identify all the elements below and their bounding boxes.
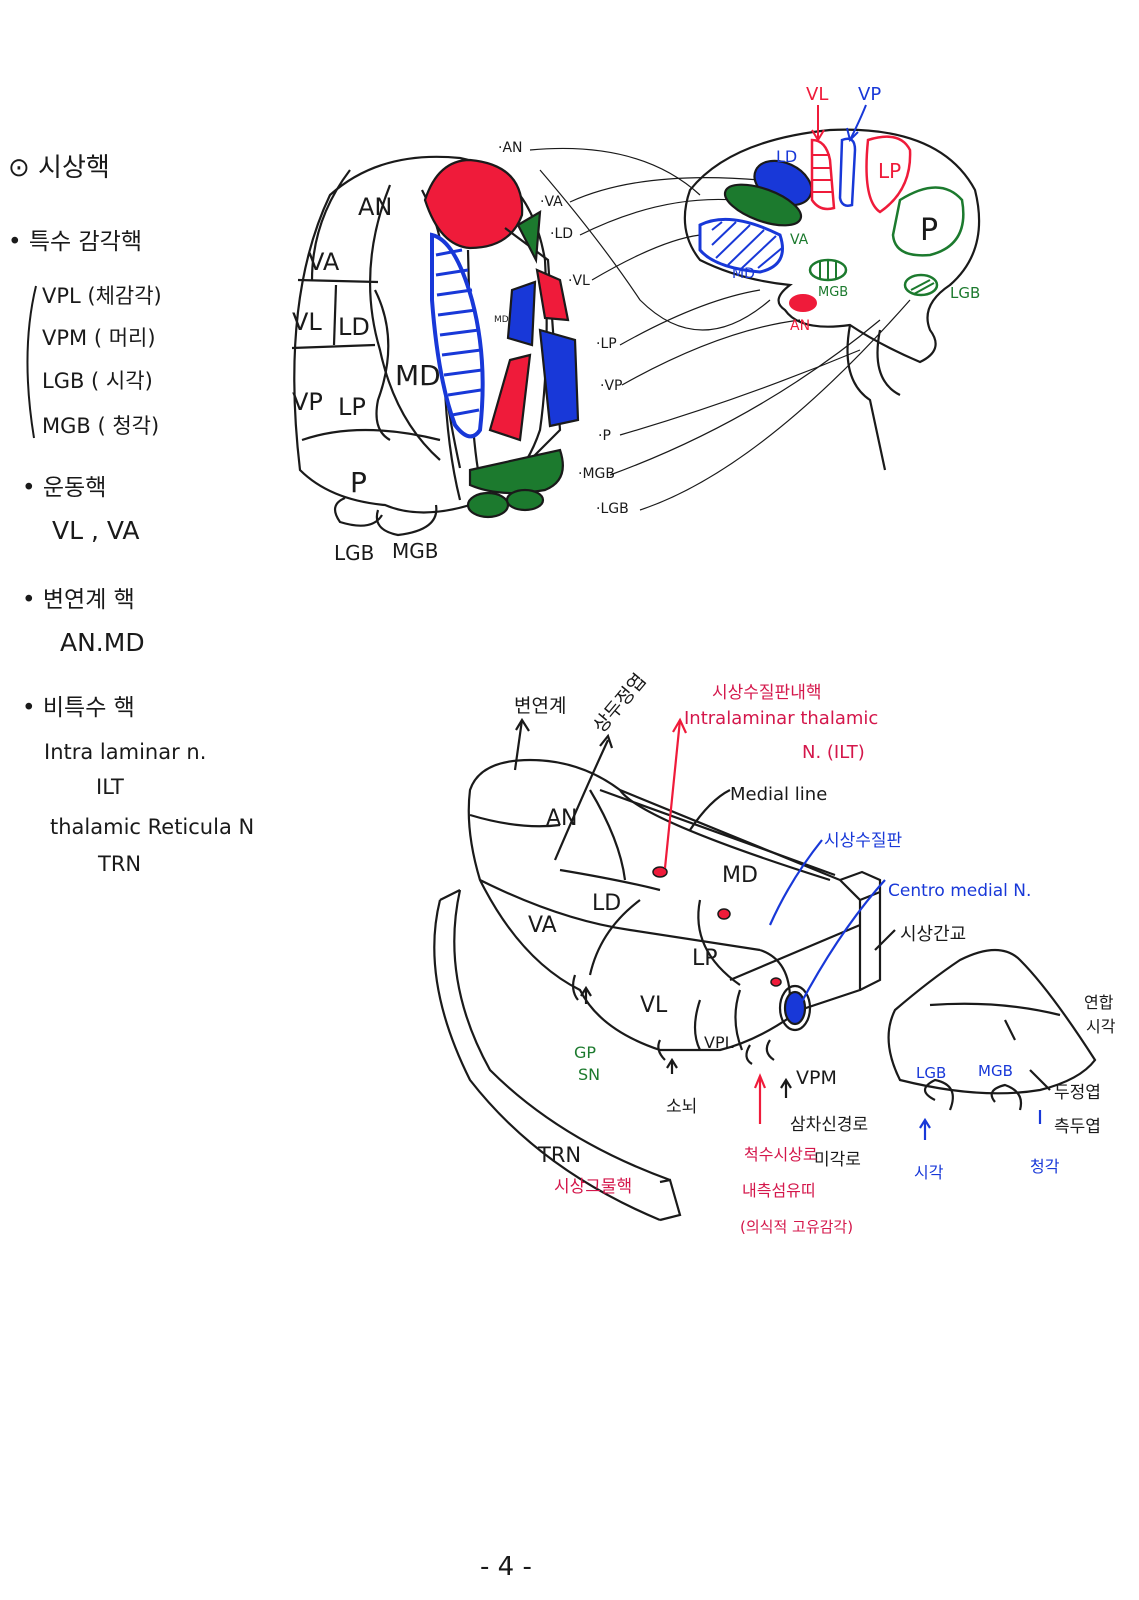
page-number: - 4 - [480, 1552, 532, 1582]
fig3-label-trigeminal: 삼차신경로 [790, 1115, 868, 1135]
nonspecific-heading: • 비특수 핵 [22, 695, 135, 721]
fig3-label-hearing: 청각 [1030, 1157, 1060, 1176]
fig2-lateral-brain [683, 104, 981, 471]
fig2-label-vp: VP [858, 84, 881, 105]
fig3-label-ilt-abbr: N. (ILT) [802, 742, 865, 763]
fig3-label-vpm: VPM [796, 1067, 837, 1089]
sensory-item-vpm: VPM ( 머리) [42, 326, 156, 350]
fig1-label-vp: VP [292, 388, 323, 416]
fig3-label-proprioception: (의식적 고유감각) [740, 1218, 853, 1236]
fig3-label-centromedial: Centro medial N. [888, 881, 1031, 901]
fig3-label-interthalamic: 시상간교 [900, 924, 966, 945]
fig3-label-spinothalamic: 척수시상로 [744, 1145, 818, 1164]
fig1-label-mgb: MGB [392, 539, 438, 563]
fig1-label-p: P [350, 466, 367, 499]
fig1-label-md-small: MD [494, 315, 509, 325]
fig3-label-ilt-english: Intralaminar thalamic [684, 708, 878, 729]
fig3-label-mgb: MGB [978, 1062, 1013, 1080]
fig3-label-taste: 미각로 [814, 1150, 861, 1170]
fig3-thalamus-3d [433, 717, 1097, 1222]
pointer-vp: ·VP [600, 378, 622, 394]
fig1-label-md: MD [395, 359, 441, 392]
pointer-vl: ·VL [568, 273, 590, 289]
fig3-label-cerebellum: 소뇌 [666, 1097, 697, 1117]
fig2-labels: VL VP LD LP VA MD P MGB AN LGB [732, 84, 980, 334]
fig3-label-sn: SN [578, 1065, 600, 1084]
fig3-label-association: 연합 [1084, 993, 1114, 1012]
fig2-label-va: VA [790, 232, 809, 248]
fig2-label-an: AN [790, 318, 810, 334]
fig3-label-ld: LD [592, 891, 621, 916]
fig3-label-association-vision: 시각 [1086, 1017, 1116, 1036]
pointer-an: ·AN [498, 140, 523, 156]
fig1-label-va: VA [308, 248, 340, 276]
fig1-label-an: AN [358, 193, 392, 221]
fig3-label-lgb: LGB [916, 1064, 946, 1082]
fig1-labels: AN VA VL LD MD VP LP P LGB MGB MD [292, 193, 509, 565]
fig3-label-limbic: 변연계 [514, 695, 566, 717]
pointer-mgb: ·MGB [578, 466, 615, 482]
fig3-label-lemniscus: 내측섬유띠 [742, 1181, 816, 1200]
fig2-label-vl: VL [806, 84, 828, 105]
fig2-label-lgb: LGB [950, 284, 980, 302]
fig3-label-temporal: 측두엽 [1054, 1117, 1101, 1137]
fig3-label-an: AN [546, 806, 578, 831]
motor-heading: • 운동핵 [22, 475, 107, 501]
fig3-label-trn: TRN [537, 1143, 581, 1167]
fig3-label-gp: GP [574, 1043, 596, 1062]
fig3-label-parietal: 두정엽 [1054, 1083, 1101, 1103]
pointer-p: ·P [598, 428, 611, 444]
limbic-value: AN.MD [60, 628, 145, 657]
sensory-bracket [26, 285, 37, 439]
fig2-label-mgb: MGB [818, 285, 848, 300]
specific-sensory-heading: • 특수 감각핵 [8, 229, 142, 255]
fig3-label-ilt-korean: 시상수질판내핵 [712, 683, 821, 703]
nonspecific-item-ilt: ILT [96, 775, 124, 799]
fig2-label-md: MD [732, 266, 755, 282]
nonspecific-item-reticular: thalamic Reticula N [50, 815, 255, 839]
fig3-label-medullary: 시상수질판 [824, 831, 903, 851]
projection-lines [529, 147, 911, 511]
fig1-pointer-labels: ·AN ·VA ·LD ·VL ·LP ·VP ·P ·MGB ·LGB [498, 140, 629, 517]
fig3-label-va: VA [528, 913, 557, 938]
fig1-label-ld: LD [338, 313, 370, 341]
fig1-label-lp: LP [338, 393, 366, 421]
nonspecific-item-intralaminar: Intra laminar n. [44, 740, 207, 764]
fig2-label-ld: LD [776, 147, 797, 166]
fig1-label-lgb: LGB [334, 541, 374, 565]
pointer-ld: ·LD [550, 226, 573, 242]
sensory-item-lgb: LGB ( 시각) [42, 369, 153, 393]
fig3-label-vision: 시각 [914, 1163, 944, 1182]
limbic-heading: • 변연계 핵 [22, 587, 135, 613]
fig1-thalamus-dorsal [291, 155, 580, 537]
fig3-label-frontal: 상두정엽 [589, 670, 651, 738]
sensory-item-vpl: VPL (체감각) [42, 284, 162, 308]
fig2-label-lp: LP [878, 159, 901, 183]
fig1-label-vl: VL [292, 308, 322, 336]
motor-value: VL , VA [52, 516, 140, 545]
sensory-item-mgb: MGB ( 청각) [42, 414, 160, 438]
fig2-label-p: P [920, 213, 938, 248]
pointer-lp: ·LP [596, 336, 617, 352]
notes-title: ⊙ 시상핵 [8, 153, 110, 183]
fig3-label-medial-line: Medial line [730, 784, 827, 805]
fig3-label-vpl: VPL [704, 1033, 734, 1052]
fig3-label-lp: LP [692, 946, 718, 971]
pointer-va: ·VA [540, 194, 563, 210]
pointer-lgb: ·LGB [596, 501, 629, 517]
fig3-label-md: MD [722, 863, 758, 888]
fig3-label-vl: VL [640, 993, 668, 1018]
fig3-label-trn-korean: 시상그물핵 [554, 1177, 632, 1197]
nonspecific-item-trn: TRN [98, 852, 142, 876]
